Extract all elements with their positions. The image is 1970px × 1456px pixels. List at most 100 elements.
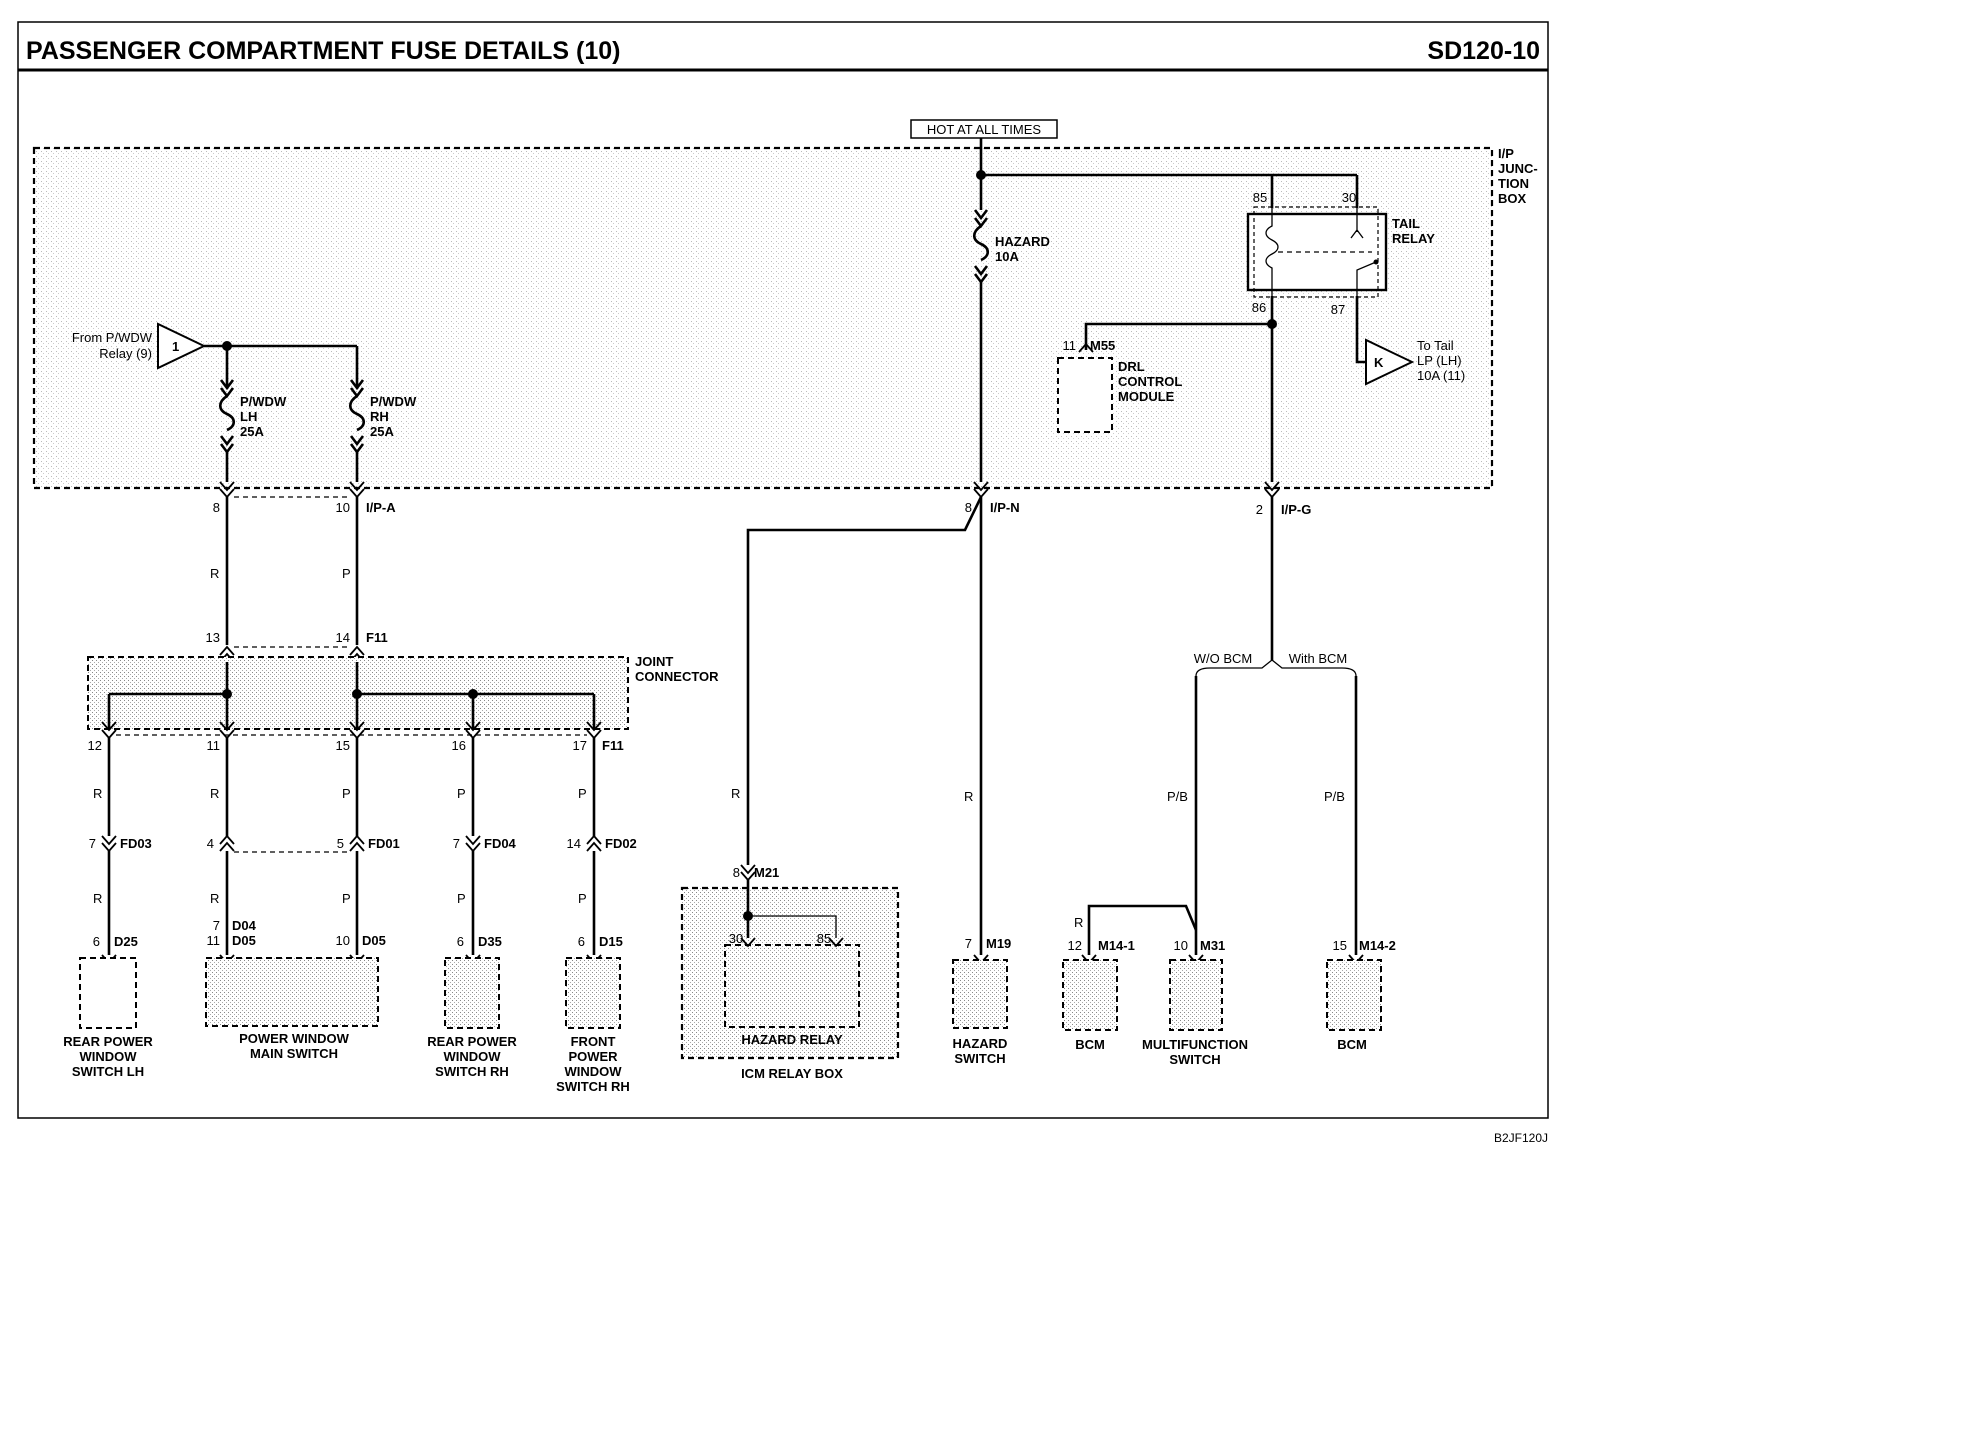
svg-text:DRL: DRL	[1118, 359, 1145, 374]
svg-text:I/P: I/P	[1498, 146, 1514, 161]
wire-color-r: R	[93, 891, 102, 906]
svg-text:2: 2	[1256, 502, 1263, 517]
svg-text:8: 8	[733, 865, 740, 880]
fuse-hazard: HAZARD 10A	[972, 209, 1050, 285]
svg-text:14: 14	[567, 836, 581, 851]
svg-text:CONTROL: CONTROL	[1118, 374, 1182, 389]
svg-text:CONNECTOR: CONNECTOR	[635, 669, 719, 684]
svg-text:6: 6	[93, 934, 100, 949]
svg-text:1: 1	[172, 339, 179, 354]
connector-m21: 8 M21	[733, 864, 779, 882]
svg-text:7: 7	[89, 836, 96, 851]
svg-text:30: 30	[729, 931, 743, 946]
wire-color-p: P	[457, 786, 466, 801]
svg-text:11: 11	[1063, 338, 1077, 353]
svg-text:10: 10	[336, 933, 350, 948]
connector-f11-bottom: 12 11 15 16 17 F11	[88, 721, 624, 753]
bcm-module-1	[1062, 959, 1118, 1031]
svg-text:M14-1: M14-1	[1098, 938, 1135, 953]
svg-text:W/O BCM: W/O BCM	[1194, 651, 1253, 666]
svg-text:13: 13	[206, 630, 220, 645]
hazard-relay-pins: 30 85	[729, 931, 844, 948]
svg-text:14: 14	[336, 630, 350, 645]
wire-color-p: P	[578, 891, 587, 906]
svg-text:M21: M21	[754, 865, 779, 880]
bcm-2-label: BCM	[1337, 1037, 1367, 1052]
svg-text:11: 11	[207, 933, 221, 948]
svg-text:10A (11): 10A (11)	[1417, 368, 1465, 383]
svg-text:M14-2: M14-2	[1359, 938, 1396, 953]
svg-text:7: 7	[453, 836, 460, 851]
svg-text:D05: D05	[232, 933, 256, 948]
svg-text:TION: TION	[1498, 176, 1529, 191]
svg-text:85: 85	[1253, 190, 1267, 205]
connector-ip-a: 8 10 I/P-A	[213, 481, 396, 515]
svg-text:LP (LH): LP (LH)	[1417, 353, 1462, 368]
hot-label-box	[910, 119, 1058, 139]
svg-text:SWITCH: SWITCH	[954, 1051, 1005, 1066]
connector-f11-top: 13 14 F11	[206, 630, 388, 663]
power-window-main-switch-label: POWER WINDOW MAIN SWITCH	[239, 1031, 349, 1061]
svg-text:D25: D25	[114, 934, 138, 949]
svg-text:87: 87	[1331, 302, 1345, 317]
svg-text:JUNC-: JUNC-	[1498, 161, 1538, 176]
svg-text:P/WDW: P/WDW	[370, 394, 417, 409]
drl-control-module-label: DRL CONTROL MODULE	[1118, 359, 1182, 404]
svg-text:I/P-A: I/P-A	[366, 500, 396, 515]
svg-text:16: 16	[452, 738, 466, 753]
svg-text:WINDOW: WINDOW	[443, 1049, 501, 1064]
rear-power-window-switch-lh	[79, 957, 137, 1029]
svg-text:6: 6	[578, 934, 585, 949]
wire-color-p: P	[342, 891, 351, 906]
rear-power-window-switch-rh-label: REAR POWER WINDOW SWITCH RH	[427, 1034, 517, 1079]
svg-text:M31: M31	[1200, 938, 1225, 953]
connector-fd02: 14 FD02	[567, 834, 637, 852]
connector-m14-2: 15 M14-2	[1333, 938, 1396, 965]
svg-text:HAZARD: HAZARD	[953, 1036, 1008, 1051]
svg-text:D05: D05	[362, 933, 386, 948]
svg-text:17: 17	[573, 738, 587, 753]
to-tail-terminal: K To Tail LP (LH) 10A (11)	[1365, 338, 1465, 386]
svg-text:WINDOW: WINDOW	[79, 1049, 137, 1064]
svg-text:SWITCH: SWITCH	[1169, 1052, 1220, 1067]
bcm-split: W/O BCM With BCM	[1194, 651, 1357, 677]
rear-power-window-switch-lh-label: REAR POWER WINDOW SWITCH LH	[63, 1034, 153, 1079]
wire-color-p: P	[342, 566, 351, 581]
svg-text:WINDOW: WINDOW	[564, 1064, 622, 1079]
svg-text:FD02: FD02	[605, 836, 637, 851]
from-relay-terminal: 1 From P/WDW Relay (9)	[72, 322, 207, 370]
wire-color-r: R	[210, 786, 219, 801]
multifunction-switch-label: MULTIFUNCTION SWITCH	[1142, 1037, 1248, 1067]
svg-text:F11: F11	[602, 738, 624, 753]
wire-color-p: P	[342, 786, 351, 801]
rear-power-window-switch-rh	[444, 957, 500, 1029]
svg-text:M55: M55	[1090, 338, 1115, 353]
wire-color-r: R	[1074, 915, 1083, 930]
svg-text:HAZARD: HAZARD	[995, 234, 1050, 249]
svg-text:FRONT: FRONT	[571, 1034, 616, 1049]
page-title: PASSENGER COMPARTMENT FUSE DETAILS (10)	[26, 37, 620, 65]
image-code: B2JF120J	[1494, 1131, 1548, 1145]
svg-text:POWER WINDOW: POWER WINDOW	[239, 1031, 349, 1046]
svg-text:JOINT: JOINT	[635, 654, 673, 669]
svg-text:7: 7	[213, 918, 220, 933]
svg-text:25A: 25A	[240, 424, 264, 439]
svg-text:MULTIFUNCTION: MULTIFUNCTION	[1142, 1037, 1248, 1052]
connector-fd04: 7 FD04	[453, 835, 517, 853]
svg-text:MAIN SWITCH: MAIN SWITCH	[250, 1046, 338, 1061]
svg-text:SWITCH RH: SWITCH RH	[435, 1064, 509, 1079]
svg-text:8: 8	[213, 500, 220, 515]
svg-text:F11: F11	[366, 630, 388, 645]
svg-text:SWITCH LH: SWITCH LH	[72, 1064, 144, 1079]
connector-fd03: 7 FD03	[89, 835, 152, 853]
hazard-relay	[724, 944, 860, 1028]
svg-text:RELAY: RELAY	[1392, 231, 1435, 246]
wire-color-r: R	[731, 786, 740, 801]
wire-color-p: P	[457, 891, 466, 906]
connector-m19: 7 M19	[965, 936, 1011, 965]
svg-text:To Tail: To Tail	[1417, 338, 1454, 353]
svg-text:4: 4	[207, 836, 214, 851]
svg-text:7: 7	[965, 936, 972, 951]
svg-text:D15: D15	[599, 934, 623, 949]
svg-text:FD01: FD01	[368, 836, 400, 851]
